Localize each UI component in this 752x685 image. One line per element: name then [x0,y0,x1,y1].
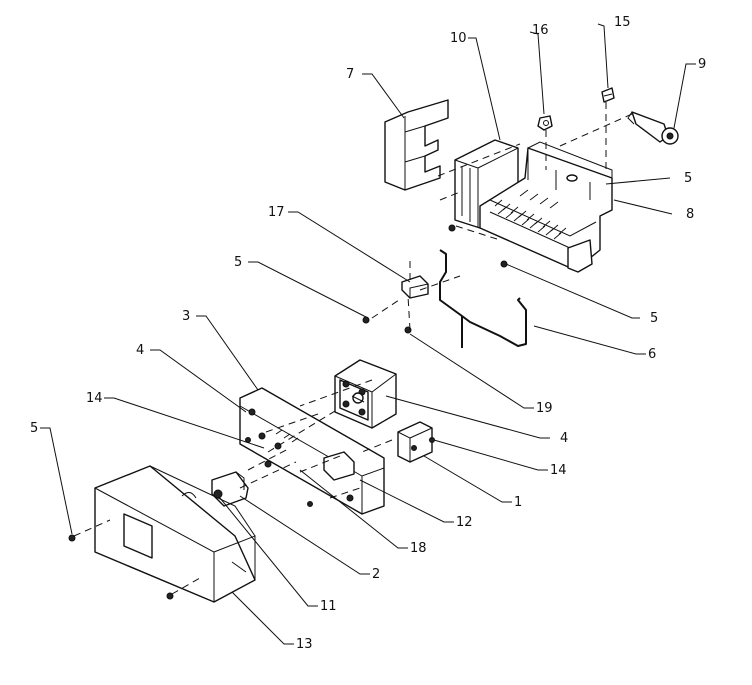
part-13-front-cover [94,465,256,603]
ice-mold-cavities [494,189,567,240]
assembly-lines [73,102,633,595]
callout-13: 13 [296,637,313,652]
callout-1: 1 [514,495,522,510]
callout-12: 12 [456,515,473,530]
callout-14-right: 14 [550,463,567,478]
callout-16: 16 [532,23,549,38]
callout-18: 18 [410,541,427,556]
screws [68,224,508,600]
part-16-clip [537,115,553,131]
callout-5-left: 5 [234,255,242,270]
callout-15: 15 [614,15,631,30]
part-12-switch [211,471,249,507]
part-4-motor-module [334,359,397,429]
callout-17: 17 [268,205,285,220]
callout-14-left: 14 [86,391,103,406]
part-7-bracket-cover [384,99,449,191]
callout-5-far-left: 5 [30,421,38,436]
callout-3: 3 [182,309,190,324]
callout-9: 9 [698,57,706,72]
callout-11: 11 [320,599,337,614]
part-1-thermostat [397,421,433,463]
callout-5-right: 5 [650,311,658,326]
part-9-shutoff-arm [627,111,679,145]
part-3-mounting-plate [239,387,385,515]
part-6-feeler-arm [439,249,527,348]
callout-2: 2 [372,567,380,582]
callout-labels: 7 10 16 15 9 5 8 17 5 5 3 6 4 19 14 4 14… [30,15,706,652]
callout-7: 7 [346,67,354,82]
callout-5-top: 5 [684,171,692,186]
callout-10: 10 [450,31,467,46]
part-8-ice-mold [479,141,613,273]
callout-8: 8 [686,207,694,222]
callout-19: 19 [536,401,553,416]
callout-4-left: 4 [136,343,144,358]
leader-lines [40,23,696,645]
part-15-bracket [601,87,615,103]
callout-4-right: 4 [560,431,568,446]
callout-6: 6 [648,347,656,362]
